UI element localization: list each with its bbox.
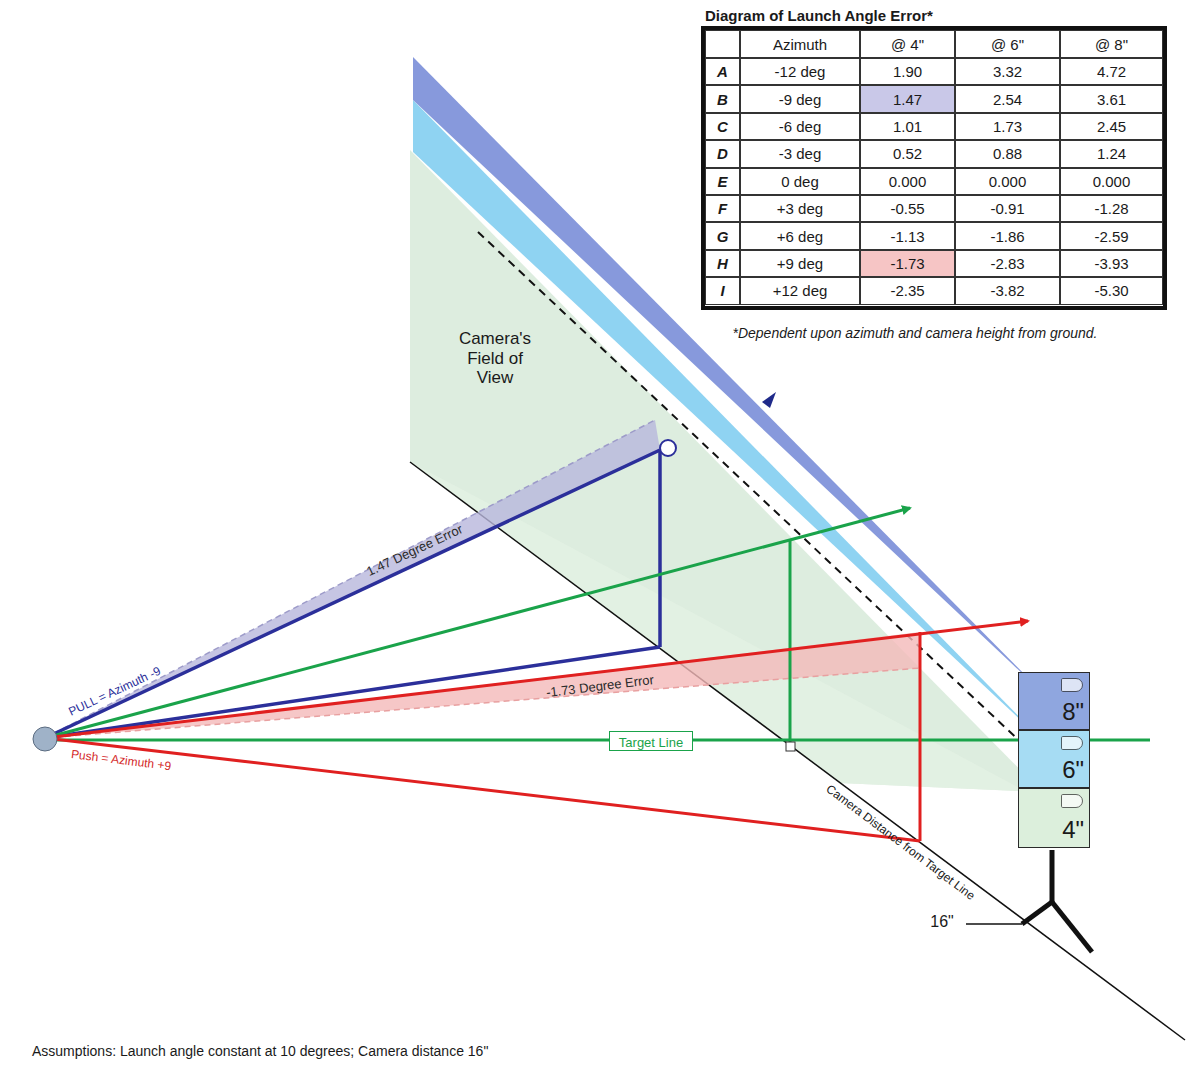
fov-band-6in xyxy=(413,100,1042,740)
table-cell: -9 deg xyxy=(740,85,860,112)
table-cell: -1.28 xyxy=(1060,195,1163,222)
node-text: Target Line xyxy=(619,735,683,750)
table-cell: -12 deg xyxy=(740,58,860,85)
table-cell: 0.52 xyxy=(860,140,955,167)
pull-error-dash xyxy=(45,420,655,738)
tripod-post xyxy=(1050,850,1055,902)
table-corner xyxy=(705,30,740,58)
target-line xyxy=(45,739,1150,742)
table-cell: 0.000 xyxy=(955,168,1060,195)
table-cell: E xyxy=(705,168,740,195)
fov-band-8in xyxy=(413,57,1042,692)
plane-label: Camera's Field of View xyxy=(449,329,541,388)
table-cell: -5.30 xyxy=(1060,277,1163,304)
table-cell: @ 4" xyxy=(860,30,955,58)
table-cell: H xyxy=(705,250,740,277)
table-title: Diagram of Launch Angle Error* xyxy=(705,7,933,24)
table-cell: -1.73 xyxy=(860,250,955,277)
table-cell: C xyxy=(705,113,740,140)
target-line-box: Target Line xyxy=(609,731,693,751)
distance-label: Camera Distance from Target Line xyxy=(823,783,977,904)
pull-marker xyxy=(660,440,676,456)
table-cell: -2.83 xyxy=(955,250,1060,277)
camera-distance-line xyxy=(410,462,1185,1040)
table-cell: 3.32 xyxy=(955,58,1060,85)
right-angle-mark xyxy=(786,742,795,751)
caption: Assumptions: Launch angle constant at 10… xyxy=(32,1043,488,1059)
camera-box: 4" xyxy=(1018,788,1090,848)
straight-line xyxy=(45,508,910,738)
table-cell: Azimuth xyxy=(740,30,860,58)
pull-ground-line xyxy=(45,647,660,738)
node-text: 4" xyxy=(1062,816,1084,844)
push-vertical xyxy=(919,632,922,841)
table-cell: 1.47 xyxy=(860,85,955,112)
table-cell: -0.55 xyxy=(860,195,955,222)
table-cell: G xyxy=(705,222,740,249)
table-cell: B xyxy=(705,85,740,112)
table-cell: -3.82 xyxy=(955,277,1060,304)
table-cell: 1.24 xyxy=(1060,140,1163,167)
camera-box: 8" xyxy=(1018,672,1090,730)
straight-vertical xyxy=(789,540,792,745)
table-cell: -6 deg xyxy=(740,113,860,140)
table-cell: -3 deg xyxy=(740,140,860,167)
table-cell: 3.61 xyxy=(1060,85,1163,112)
table-cell: +6 deg xyxy=(740,222,860,249)
node-text: 6" xyxy=(1062,756,1084,784)
push-ground-line xyxy=(45,738,920,841)
table-cell: -2.59 xyxy=(1060,222,1163,249)
table-cell: D xyxy=(705,140,740,167)
table-cell: 0 deg xyxy=(740,168,860,195)
pull-line xyxy=(45,450,660,738)
table-cell: A xyxy=(705,58,740,85)
pull-vertical xyxy=(658,450,662,647)
pull-error-wedge xyxy=(45,420,660,738)
table-cell: -3.93 xyxy=(1060,250,1163,277)
table-cell: F xyxy=(705,195,740,222)
footnote: *Dependent upon azimuth and camera heigh… xyxy=(730,325,1100,341)
table-cell: @ 6" xyxy=(955,30,1060,58)
camera-lens xyxy=(1061,678,1083,692)
table-cell: 0.000 xyxy=(860,168,955,195)
table-cell: 2.54 xyxy=(955,85,1060,112)
table-cell: -1.86 xyxy=(955,222,1060,249)
table-cell: 1.90 xyxy=(860,58,955,85)
tripod-leg xyxy=(1052,902,1092,952)
table-cell: +3 deg xyxy=(740,195,860,222)
error-label: 1.47 Degree Error xyxy=(365,522,466,580)
camera-box: 6" xyxy=(1018,730,1090,788)
table-cell: 4.72 xyxy=(1060,58,1163,85)
camera-lens xyxy=(1061,794,1083,808)
table-cell: 1.01 xyxy=(860,113,955,140)
table-cell: 0.000 xyxy=(1060,168,1163,195)
table-cell: 2.45 xyxy=(1060,113,1163,140)
table-cell: @ 8" xyxy=(1060,30,1163,58)
node-text: 8" xyxy=(1062,698,1084,726)
distance-tick xyxy=(966,923,1022,925)
push-line xyxy=(45,621,1028,738)
fov-arrowhead xyxy=(762,392,776,408)
table-cell: 0.88 xyxy=(955,140,1060,167)
table-cell: I xyxy=(705,277,740,304)
camera-lens xyxy=(1061,736,1083,750)
table-cell: +9 deg xyxy=(740,250,860,277)
table-cell: -2.35 xyxy=(860,277,955,304)
table-cell: -1.13 xyxy=(860,222,955,249)
dimension-label: 16" xyxy=(930,913,953,931)
table-cell: -0.91 xyxy=(955,195,1060,222)
golf-ball xyxy=(33,727,57,751)
table-cell: 1.73 xyxy=(955,113,1060,140)
tripod-leg xyxy=(1022,902,1052,924)
table-cell: +12 deg xyxy=(740,277,860,304)
